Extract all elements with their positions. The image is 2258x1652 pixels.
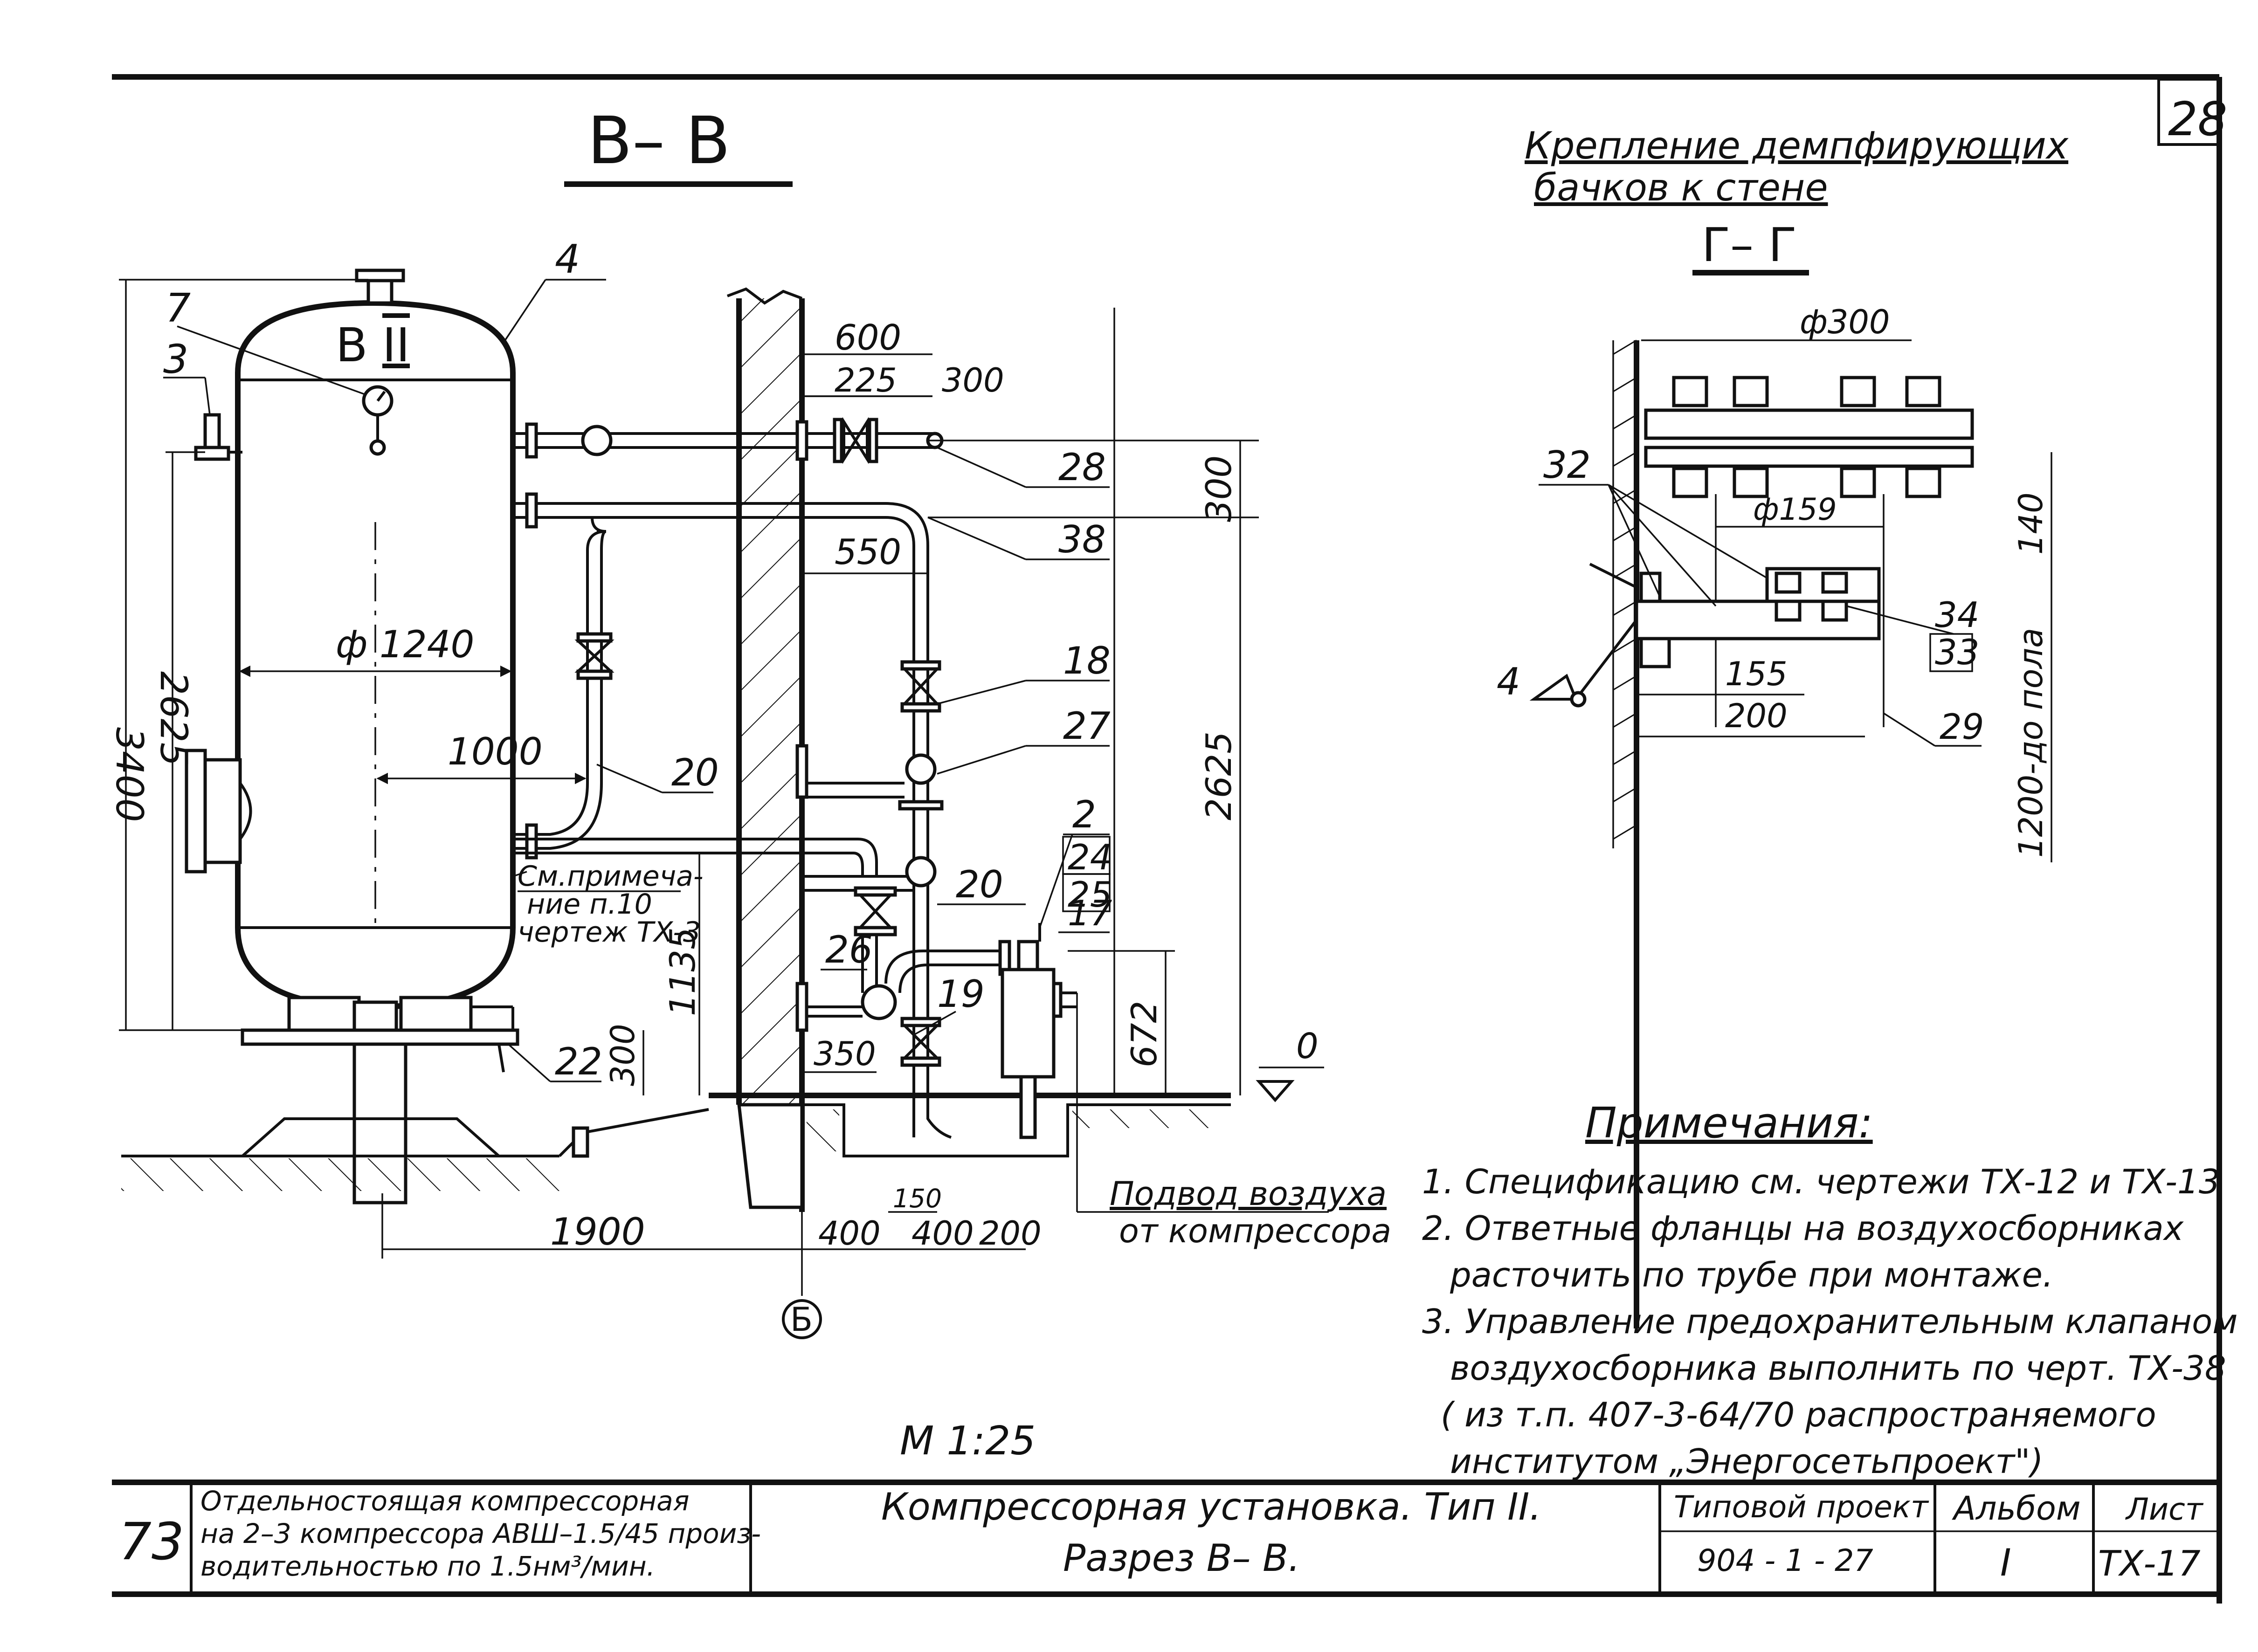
note-line-7: институтом „Энергосетьпроект") bbox=[1450, 1442, 2043, 1481]
scale-label: М 1:25 bbox=[900, 1418, 1036, 1464]
dim-3400: 3400 bbox=[108, 727, 151, 822]
tb-desc-2: на 2–3 компрессора АВШ–1.5/45 произ- bbox=[200, 1518, 761, 1549]
dim-400-b: 400 bbox=[911, 1214, 974, 1253]
pipework bbox=[513, 417, 1077, 1139]
detail-floor-note: 1200-до пола bbox=[2012, 628, 2050, 858]
detail-wall-fixing: Крепление демпфирующих бачков к стене Г–… bbox=[1497, 124, 2069, 1328]
tb-sheet-label: Лист bbox=[2125, 1492, 2204, 1527]
sheet-number: 28 bbox=[2168, 92, 2227, 146]
callout-22: 22 bbox=[555, 1040, 602, 1083]
dim-672: 672 bbox=[1124, 1001, 1165, 1067]
tb-desc-3: водительностью по 1.5нм³/мин. bbox=[200, 1550, 655, 1582]
notes-title: Примечания: bbox=[1585, 1099, 1873, 1148]
note-line-4: 3. Управление предохранительным клапаном bbox=[1422, 1302, 2237, 1341]
wall bbox=[726, 287, 805, 1212]
bolts-lower bbox=[1775, 571, 1848, 622]
callout-18: 18 bbox=[1063, 639, 1111, 682]
tb-number: 73 bbox=[119, 1512, 184, 1571]
callout-17: 17 bbox=[1068, 893, 1112, 934]
callout-7: 7 bbox=[166, 285, 191, 331]
detail-dim-200: 200 bbox=[1725, 697, 1788, 735]
dim-300-right: 300 bbox=[1198, 455, 1239, 522]
detail-callout-32: 32 bbox=[1543, 443, 1591, 487]
detail-dim-140: 140 bbox=[2012, 492, 2050, 555]
detail-title-1: Крепление демпфирующих bbox=[1525, 124, 2069, 167]
callouts: 7 3 4 28 38 18 27 20 20 2 24 25 17 26 bbox=[163, 236, 1391, 1250]
detail-dim-159: ф159 bbox=[1753, 492, 1837, 527]
dim-1900: 1900 bbox=[550, 1210, 645, 1253]
floor bbox=[709, 1093, 1231, 1157]
callout-20-a: 20 bbox=[671, 751, 719, 794]
detail-callout-29: 29 bbox=[1940, 706, 1984, 747]
tb-sheet-value: ТХ-17 bbox=[2098, 1543, 2201, 1584]
vessel-type: II bbox=[382, 318, 410, 372]
note-line-5: воздухосборника выполнить по черт. ТХ-38 bbox=[1450, 1349, 2226, 1388]
zero-level: 0 bbox=[1296, 1026, 1319, 1067]
callout-27: 27 bbox=[1063, 704, 1111, 748]
tb-typical-label: Типовой проект bbox=[1674, 1490, 1929, 1525]
title-block: 73 Отдельностоящая компрессорная на 2–3 … bbox=[112, 1480, 2219, 1597]
detail-callout-33: 33 bbox=[1935, 632, 1979, 673]
sheet-frame: 28 bbox=[112, 74, 2227, 1604]
dim-600: 600 bbox=[835, 317, 901, 358]
dim-200: 200 bbox=[979, 1214, 1042, 1253]
notes-block: Примечания: 1. Спецификацию см. чертежи … bbox=[1422, 1099, 2237, 1481]
dim-2625-left: 2625 bbox=[152, 671, 195, 766]
tb-album-value: I bbox=[2000, 1541, 2011, 1584]
dim-550: 550 bbox=[835, 531, 901, 572]
note-line-3: расточить по трубе при монтаже. bbox=[1450, 1255, 2053, 1294]
ground-left bbox=[121, 1108, 709, 1191]
section-title: В– В bbox=[587, 103, 731, 179]
dim-1240: ф 1240 bbox=[336, 623, 474, 666]
dim-350: 350 bbox=[814, 1035, 876, 1073]
note-ref-line-1: См.примеча- bbox=[518, 860, 704, 893]
callout-24: 24 bbox=[1068, 837, 1112, 878]
callout-28: 28 bbox=[1058, 446, 1106, 489]
dimensions-section: 3400 2625 ф 1240 1000 600 225 300 550 30… bbox=[108, 279, 1324, 1339]
callout-38: 38 bbox=[1058, 518, 1106, 561]
callout-26: 26 bbox=[825, 928, 873, 971]
dim-1135: 1135 bbox=[662, 927, 703, 1016]
callout-3: 3 bbox=[163, 337, 188, 383]
detail-title-2: бачков к стене bbox=[1534, 166, 1828, 209]
detail-dim-155: 155 bbox=[1725, 655, 1788, 693]
callout-20-b: 20 bbox=[956, 863, 1003, 906]
note-ref-line-3: чертеж ТХ-3 bbox=[518, 916, 701, 949]
air-receiver-vessel: В II bbox=[185, 268, 519, 1205]
note-line-1: 1. Спецификацию см. чертежи ТХ-12 и ТХ-1… bbox=[1422, 1162, 2220, 1201]
detail-callout-34: 34 bbox=[1935, 594, 1979, 635]
note-line-6: ( из т.п. 407-3-64/70 распространяемого bbox=[1441, 1395, 2156, 1434]
tb-title-1: Компрессорная установка. Тип II. bbox=[881, 1485, 1541, 1528]
dim-400-a: 400 bbox=[818, 1214, 881, 1253]
vessel-mark: В bbox=[336, 318, 368, 372]
dim-2625-right: 2625 bbox=[1198, 731, 1239, 820]
callout-25: 25 bbox=[1068, 874, 1112, 915]
tb-album-label: Альбом bbox=[1952, 1489, 2081, 1528]
dim-1000: 1000 bbox=[448, 730, 543, 773]
note-ref-line-2: ние п.10 bbox=[527, 888, 652, 921]
callout-4: 4 bbox=[555, 236, 580, 282]
dim-225: 225 bbox=[835, 361, 897, 399]
tb-typical-value: 904 - 1 - 27 bbox=[1697, 1543, 1873, 1578]
air-supply-line-1: Подвод воздуха bbox=[1110, 1175, 1387, 1213]
air-supply-line-2: от компрессора bbox=[1119, 1212, 1391, 1250]
dim-300-base: 300 bbox=[604, 1024, 642, 1086]
bolts-top bbox=[1672, 376, 1941, 498]
tb-desc-1: Отдельностоящая компрессорная bbox=[200, 1485, 690, 1517]
dim-150: 150 bbox=[893, 1184, 942, 1213]
detail-callout-4: 4 bbox=[1497, 660, 1520, 703]
callout-19: 19 bbox=[937, 972, 985, 1016]
detail-dim-300: ф300 bbox=[1800, 303, 1890, 341]
callout-2: 2 bbox=[1072, 793, 1096, 836]
axis-mark: Б bbox=[790, 1301, 813, 1339]
detail-section: Г– Г bbox=[1702, 218, 1797, 272]
dim-300-top: 300 bbox=[942, 361, 1004, 399]
note-line-2: 2. Ответные фланцы на воздухосборниках bbox=[1422, 1209, 2184, 1248]
tb-title-2: Разрез В– В. bbox=[1063, 1536, 1300, 1580]
section-title-group: В– В bbox=[564, 103, 793, 187]
